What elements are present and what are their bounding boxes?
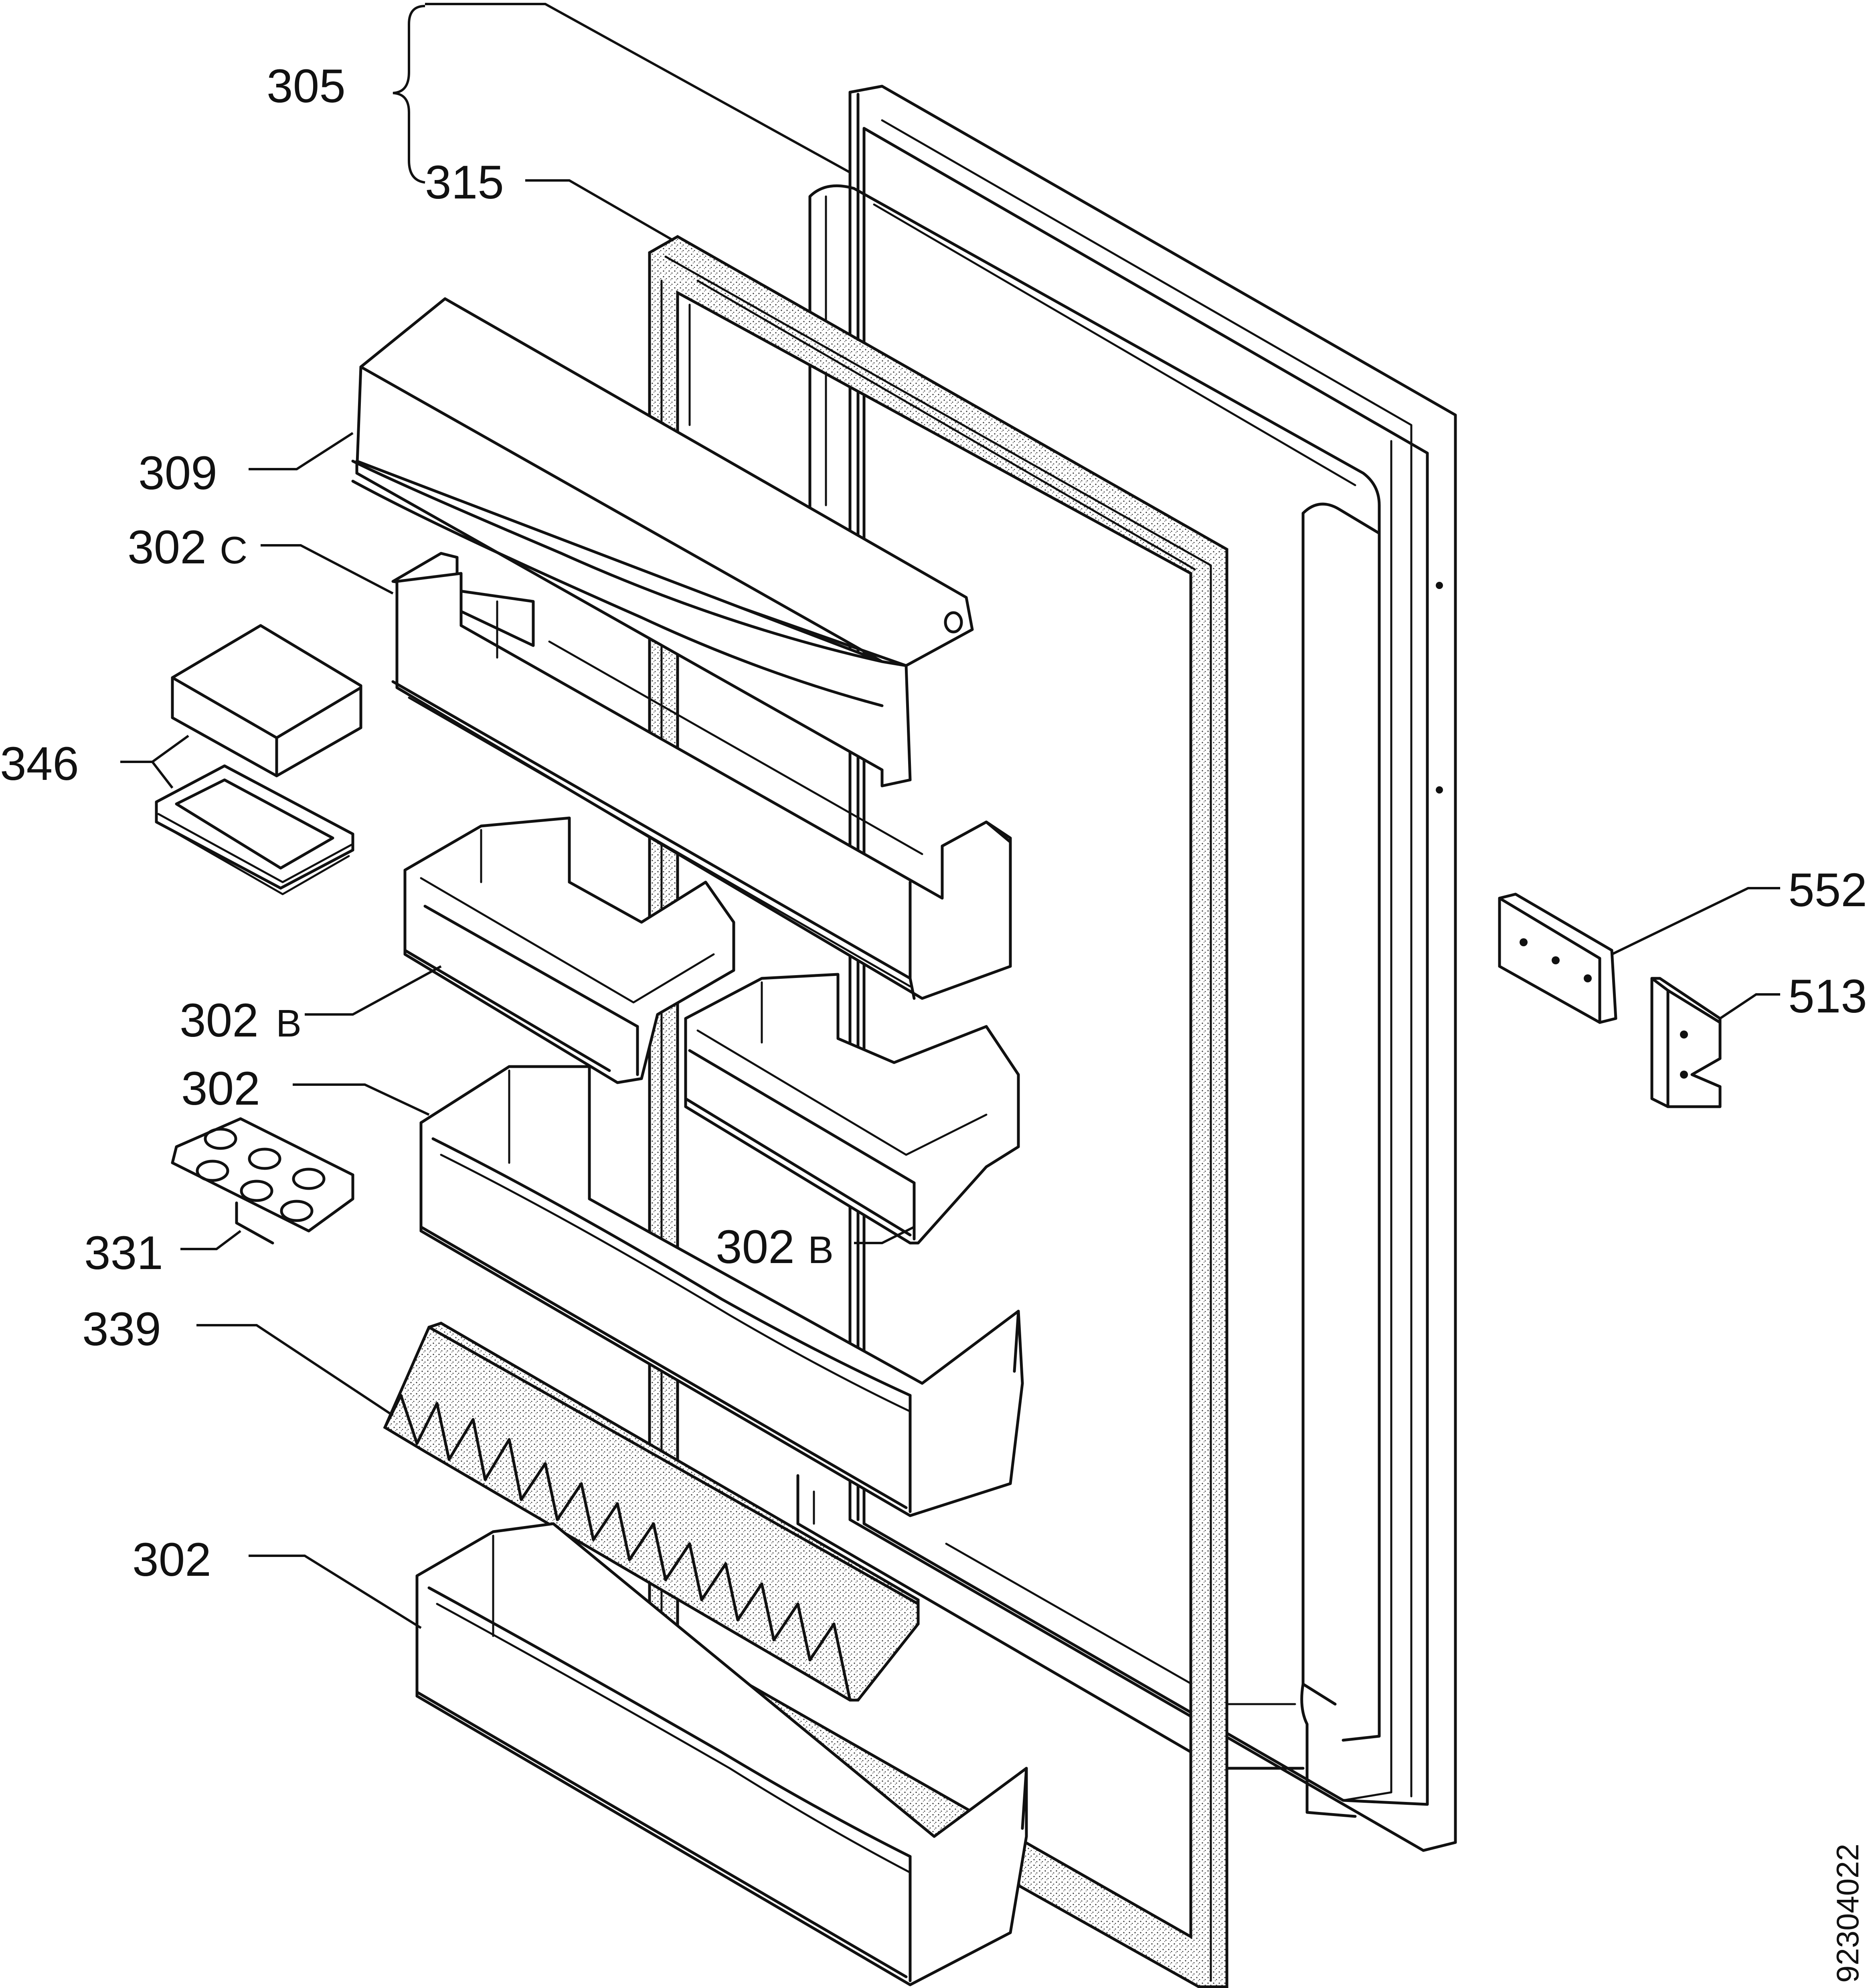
label-small-shelf-right-suffix: B	[808, 1229, 834, 1271]
label-cheese-box: 346	[0, 737, 79, 790]
label-small-shelf-left: 302	[180, 994, 259, 1047]
label-door-gasket: 315	[425, 156, 504, 209]
egg-tray	[171, 1117, 354, 1245]
cheese-box	[155, 624, 362, 895]
label-small-shelf-left-suffix: B	[276, 1002, 302, 1045]
label-door-assembly: 305	[267, 60, 346, 113]
label-bottle-retainer: 339	[82, 1303, 161, 1356]
label-hinge-bracket: 513	[1788, 970, 1867, 1023]
bottle-retainer	[383, 1322, 920, 1702]
hinge-bracket	[1650, 977, 1722, 1108]
label-bottle-shelf-lower: 302	[132, 1533, 211, 1586]
butter-lid	[351, 297, 974, 788]
leader-lines	[120, 3, 1780, 1629]
label-butter-compartment: 302	[127, 521, 206, 574]
small-shelf-left	[403, 816, 735, 1084]
bottle-shelf-upper	[419, 1065, 1024, 1517]
label-egg-tray: 331	[84, 1227, 163, 1279]
label-small-shelf-right: 302	[716, 1221, 795, 1273]
label-butter-lid: 309	[138, 447, 217, 500]
hinge-plate	[1498, 893, 1617, 1024]
small-shelf-right	[684, 973, 1020, 1245]
butter-compartment	[391, 552, 1012, 1000]
label-hinge-plate: 552	[1788, 864, 1867, 917]
bottle-shelf-lower	[415, 1522, 1028, 1986]
part-labels: 305 315 309 302 C 346 302 B 302 302 B 33…	[0, 60, 1867, 1586]
label-butter-compartment-suffix: C	[220, 529, 247, 572]
drawing-number: 92304022	[1830, 1844, 1865, 1983]
label-bottle-shelf-upper: 302	[181, 1062, 260, 1115]
